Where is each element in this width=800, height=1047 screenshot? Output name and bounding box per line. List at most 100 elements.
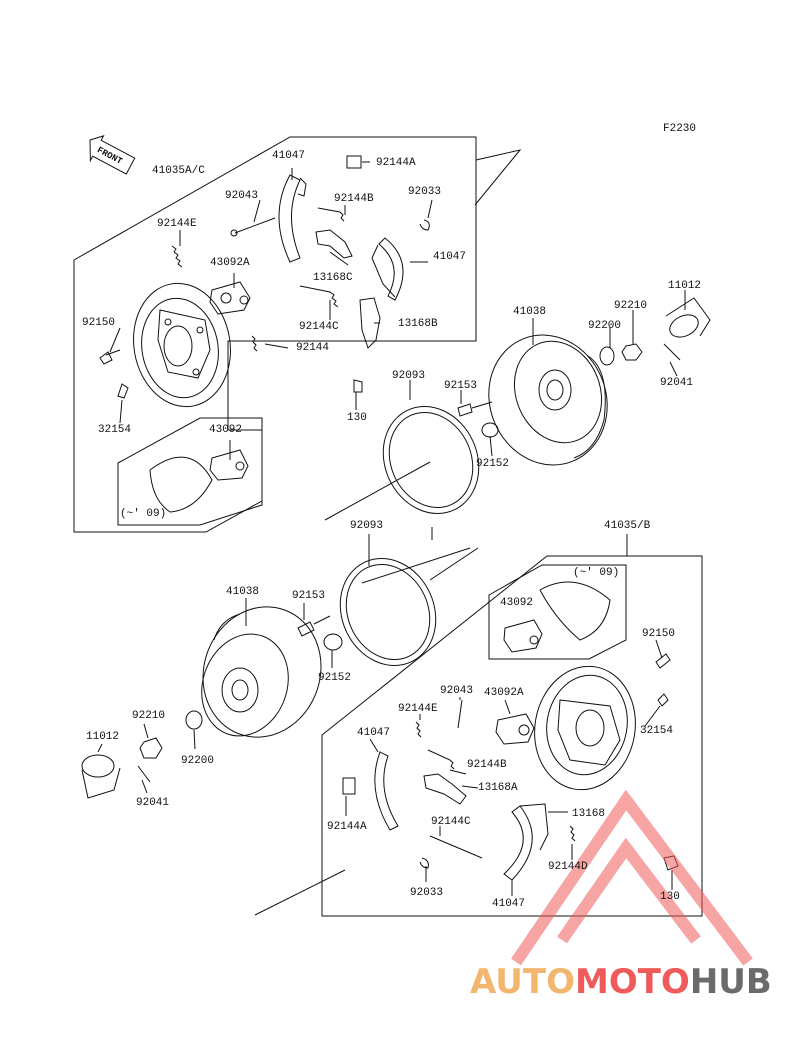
bolt-32154-top xyxy=(117,383,129,399)
brake-shoe-top-left xyxy=(278,174,307,263)
label-92144b-top: 92144B xyxy=(334,193,374,205)
label-13168b: 13168B xyxy=(398,318,438,330)
label-43092a-bottom: 43092A xyxy=(484,687,524,699)
label-92152-top: 92152 xyxy=(476,458,510,470)
label-92144b-bottom: 92144B xyxy=(467,759,507,771)
upper-frame xyxy=(73,136,477,533)
clip-92033-bottom xyxy=(419,857,429,869)
washer-92200-top xyxy=(599,346,615,366)
diagram-code: F2230 xyxy=(663,123,697,135)
spring-92144 xyxy=(251,335,258,352)
label-11012-bottom: 11012 xyxy=(86,731,120,743)
nut-92210-bottom xyxy=(139,737,163,759)
label-92144a-bottom: 92144A xyxy=(327,821,367,833)
brake-drum-top xyxy=(488,334,608,466)
spring-92144c-bottom xyxy=(429,835,483,859)
label-92210-top: 92210 xyxy=(614,300,648,312)
wheel-cylinder-43092a-bottom xyxy=(495,713,535,745)
label-130-bottom: 130 xyxy=(660,891,680,903)
watermark-part1: AUTO xyxy=(470,962,575,1002)
spring-92144b-bottom xyxy=(427,749,455,770)
label-92093-bottom: 92093 xyxy=(350,520,384,532)
wheel-cylinder-43092-top xyxy=(149,449,249,513)
spring-92144e xyxy=(171,245,183,268)
brake-shoe-top-right xyxy=(371,237,404,301)
label-92144c-bottom: 92144C xyxy=(431,816,471,828)
label-11012-top: 11012 xyxy=(668,280,702,292)
stud-92153-top xyxy=(457,401,493,417)
clip-92033 xyxy=(419,219,430,231)
label-43092a-top: 43092A xyxy=(210,257,250,269)
label-92043-bottom: 92043 xyxy=(440,685,474,697)
cotter-92041-bottom xyxy=(137,765,151,783)
brake-drum-bottom xyxy=(201,606,322,738)
label-09-top: (~' 09) xyxy=(120,508,167,520)
pin-92043 xyxy=(234,217,276,234)
wheel-cylinder-43092-bottom xyxy=(503,581,611,653)
label-92200-top: 92200 xyxy=(588,320,622,332)
spring-92144e-bottom xyxy=(415,721,422,738)
label-92210-bottom: 92210 xyxy=(132,710,166,722)
lever-13168b xyxy=(359,297,381,349)
retainer-92144a-bottom xyxy=(342,777,356,795)
bolt-92150-top xyxy=(99,349,121,365)
label-41035b: 41035/B xyxy=(604,520,651,532)
seal-92152-top xyxy=(481,422,499,438)
label-92033-bottom: 92033 xyxy=(410,887,444,899)
label-92200-bottom: 92200 xyxy=(181,755,215,767)
label-92144e-bottom: 92144E xyxy=(398,703,438,715)
oring-92093-top xyxy=(382,405,480,515)
label-92144d: 92144D xyxy=(548,861,588,873)
label-41038-top: 41038 xyxy=(513,306,547,318)
label-41047-bottom: 41047 xyxy=(357,727,391,739)
upper-front-bracket xyxy=(117,417,263,526)
backing-plate-bottom xyxy=(534,665,636,791)
watermark-logo-icon xyxy=(511,789,753,966)
watermark-part2: MOTO xyxy=(574,962,690,1002)
label-41038-bottom: 41038 xyxy=(226,586,260,598)
adjuster-13168c xyxy=(315,229,353,259)
label-92144-top: 92144 xyxy=(296,342,330,354)
backing-plate-top xyxy=(133,282,231,408)
retainer-92144a-top xyxy=(346,155,362,169)
watermark-part3: HUB xyxy=(689,962,772,1002)
upper-dash-line xyxy=(474,149,522,206)
label-41047-top: 41047 xyxy=(272,150,306,162)
label-43092-bottom: 43092 xyxy=(500,597,534,609)
label-92150-bottom: 92150 xyxy=(642,628,676,640)
lower-front-bracket xyxy=(488,564,627,660)
label-92144a-top: 92144A xyxy=(376,157,416,169)
label-41047-top2: 41047 xyxy=(433,251,467,263)
cap-11012-top xyxy=(665,297,711,338)
seal-92152-bottom xyxy=(323,633,343,651)
spring-92144c xyxy=(299,285,339,308)
lower-frame xyxy=(321,555,703,917)
label-41035ac: 41035A/C xyxy=(152,165,205,177)
label-130-top: 130 xyxy=(347,412,367,424)
label-09-bottom: (~' 09) xyxy=(573,567,620,579)
oring-92093-bottom xyxy=(339,557,437,667)
front-arrow-icon xyxy=(89,135,136,175)
label-92153-top: 92153 xyxy=(444,380,478,392)
wheel-cylinder-top xyxy=(209,281,251,315)
label-92144c-top: 92144C xyxy=(299,321,339,333)
label-92144e-top: 92144E xyxy=(157,218,197,230)
label-92041-bottom: 92041 xyxy=(136,797,170,809)
nut-92210-top xyxy=(621,343,643,361)
bolt-92150-bottom xyxy=(655,653,671,669)
label-92152-bottom: 92152 xyxy=(318,672,352,684)
label-92033-top: 92033 xyxy=(408,186,442,198)
label-32154-top: 32154 xyxy=(98,424,132,436)
stud-92153-bottom xyxy=(297,615,331,637)
label-92150-top: 92150 xyxy=(82,317,116,329)
nut-130-top xyxy=(353,379,363,393)
washer-92200-bottom xyxy=(185,710,203,730)
label-41047-bottom2: 41047 xyxy=(492,898,526,910)
pin-92043-bottom xyxy=(457,699,463,729)
label-13168-bottom: 13168 xyxy=(572,808,606,820)
label-43092-top: 43092 xyxy=(209,424,243,436)
cotter-92041-top xyxy=(663,343,681,361)
spring-92144d xyxy=(569,825,576,842)
label-32154-bottom: 32154 xyxy=(640,725,674,737)
